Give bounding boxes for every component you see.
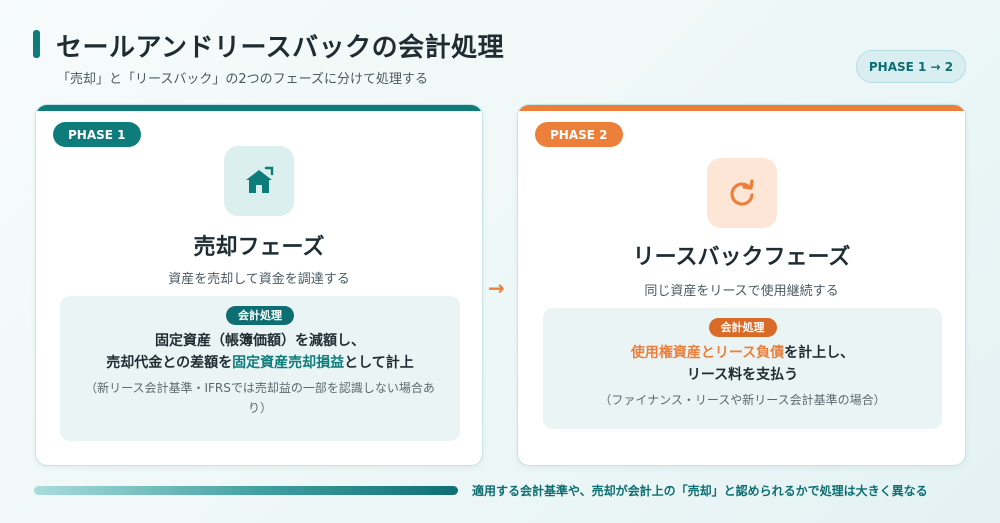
phase-arrow: → <box>488 276 505 300</box>
phase1-icon-box <box>224 146 294 216</box>
phase2-icon-box <box>707 158 777 228</box>
phase1-accounting-box: 会計処理 固定資産（帳簿価額）を減額し、 売却代金との差額を固定資産売却損益とし… <box>60 296 460 441</box>
phase1-description: 資産を売却して資金を調達する <box>168 272 350 287</box>
page-title: セールアンドリースバックの会計処理 <box>56 33 505 63</box>
phase1-title: 売却フェーズ <box>193 235 325 260</box>
phase2-accounting-box: 会計処理 使用権資産とリース負債を計上し、 リース料を支払う （ファイナンス・リ… <box>543 308 942 429</box>
phase2-accounting-line2: リース料を支払う <box>686 367 799 383</box>
phase2-badge: PHASE 2 <box>535 122 623 147</box>
phase1-accounting-line1: 固定資産（帳簿価額）を減額し、 <box>155 333 365 349</box>
footer-gradient-bar <box>34 486 458 495</box>
home-icon <box>246 166 274 193</box>
phase1-line2-pre: 売却代金との差額を <box>106 355 233 371</box>
phase1-card: PHASE 1 売却フェーズ 資産を売却して資金を調達する 会計処理 固定資産（… <box>35 104 483 466</box>
phase2-note: （ファイナンス・リースや新リース会計基準の場合） <box>599 393 886 407</box>
title-accent-bar <box>33 30 40 58</box>
phase1-line2-highlight: 固定資産売却損益 <box>232 355 345 371</box>
phase2-line1-post: を計上し、 <box>784 345 855 361</box>
phase1-note: （新リース会計基準・IFRSでは売却益の一部を認識しない場合あり） <box>85 381 435 415</box>
phase2-line1-highlight: 使用権資産とリース負債 <box>630 345 785 361</box>
phase1-top-accent <box>36 105 482 111</box>
refresh-icon <box>730 179 754 206</box>
footer-note: 適用する会計基準や、売却が会計上の「売却」と認められるかで処理は大きく異なる <box>472 484 928 498</box>
phase2-top-accent <box>518 105 965 111</box>
phase-flow-pill: PHASE 1 → 2 <box>856 50 966 83</box>
page-subtitle: 「売却」と「リースバック」の2つのフェーズに分けて処理する <box>57 72 428 87</box>
phase1-badge: PHASE 1 <box>53 122 141 147</box>
phase1-line2-post: として計上 <box>344 355 414 371</box>
phase2-card: PHASE 2 リースバックフェーズ 同じ資産をリースで使用継続する 会計処理 … <box>517 104 966 466</box>
phase1-accounting-line2: 売却代金との差額を固定資産売却損益として計上 <box>60 352 460 374</box>
phase2-accounting-label: 会計処理 <box>708 318 777 337</box>
phase1-accounting-label: 会計処理 <box>226 306 294 325</box>
phase2-description: 同じ資産をリースで使用継続する <box>644 284 839 299</box>
phase2-accounting-line1: 使用権資産とリース負債を計上し、 <box>543 342 942 364</box>
phase2-title: リースバックフェーズ <box>632 245 851 270</box>
